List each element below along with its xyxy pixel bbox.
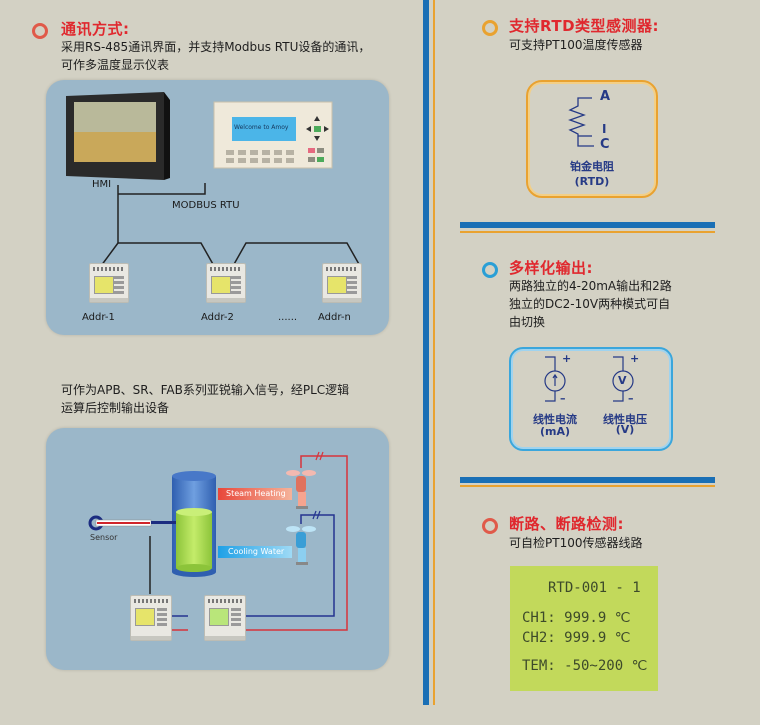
steam-valve-icon <box>286 470 316 509</box>
comm-desc-line1: 采用RS-485通讯界面，并支持Modbus RTU设备的通讯， <box>61 40 371 54</box>
horizontal-divider-2-blue <box>460 477 715 483</box>
lcd-line-range: TEM: -50~200 ℃ <box>522 658 648 674</box>
voltage-unit: (V) <box>615 423 635 436</box>
vertical-divider-orange <box>433 0 435 705</box>
voltage-plus: + <box>630 352 640 365</box>
comm-title: 通讯方式: <box>61 20 130 38</box>
lcd-display: RTD-001 - 1 CH1: 999.9 ℃ CH2: 999.9 ℃ TE… <box>510 566 658 691</box>
hmi-label: HMI <box>92 179 112 190</box>
terminal-a: A <box>600 89 611 104</box>
current-unit: (mA) <box>539 425 571 438</box>
modbus-wiring <box>66 92 361 267</box>
voltage-minus: – <box>628 392 634 405</box>
horizontal-divider-2-orange <box>460 485 715 487</box>
steam-heating-label: Steam Heating <box>226 489 286 498</box>
control-schematic <box>88 451 348 631</box>
horizontal-divider-1-orange <box>460 231 715 233</box>
rtd-desc: 可支持PT100温度传感器 <box>509 38 643 52</box>
control-diagram-panel: Sensor Steam Heating Cooling Water <box>46 428 389 670</box>
plc-input-device <box>130 595 172 641</box>
output-symbols <box>544 356 634 402</box>
cooling-water-banner <box>218 546 292 558</box>
ellipsis-label: ...... <box>278 312 298 323</box>
bullet-icon <box>482 262 498 278</box>
plc-device-addrn <box>322 263 362 303</box>
output-symbol-box: + – + – V 线性电流 (mA) 线性电压 (V) <box>509 347 673 451</box>
output-desc-line3: 由切换 <box>509 315 546 329</box>
rtd-title: 支持RTD类型感测器: <box>509 17 660 35</box>
output-title: 多样化输出: <box>509 259 593 277</box>
addr-1-label: Addr-1 <box>82 312 115 323</box>
panel-screen-text: Welcome to Amoy <box>234 124 289 131</box>
text-panel-device-icon <box>213 101 333 169</box>
rtd-abbr: (RTD) <box>574 175 610 188</box>
sensor-thermometer-icon <box>88 515 176 531</box>
plc-device-addr2 <box>206 263 246 303</box>
modbus-diagram-panel: HMI MODBUS RTU Welcome to Amoy Addr-1 Ad… <box>46 80 389 335</box>
voltage-symbol: V <box>618 374 627 387</box>
current-source-icon <box>544 356 566 402</box>
output-desc-line2: 独立的DC2-10V两种模式可自 <box>509 297 671 311</box>
current-name: 线性电流 <box>533 413 577 426</box>
lcd-line-device: RTD-001 - 1 <box>548 580 641 596</box>
addr-n-label: Addr-n <box>318 312 351 323</box>
addr-2-label: Addr-2 <box>201 312 234 323</box>
plc-output-device <box>204 595 246 641</box>
plc-device-addr1 <box>89 263 129 303</box>
cooling-valve-icon <box>286 526 316 565</box>
terminal-i: I <box>602 122 607 136</box>
hmi-device-icon <box>66 92 170 180</box>
resistor-icon <box>568 97 594 147</box>
steam-heating-banner <box>218 488 292 500</box>
rtd-symbol-box: A I C 铂金电阻 (RTD) <box>526 80 658 198</box>
bullet-icon <box>32 23 48 39</box>
horizontal-divider-1-blue <box>460 222 715 228</box>
plc-desc-line1: 可作为APB、SR、FAB系列亚锐输入信号，经PLC逻辑 <box>61 383 350 397</box>
current-minus: – <box>560 392 566 405</box>
output-desc-line1: 两路独立的4-20mA输出和2路 <box>509 279 672 293</box>
detect-desc: 可自检PT100传感器线路 <box>509 536 643 550</box>
voltage-name: 线性电压 <box>603 413 647 426</box>
sensor-label: Sensor <box>90 533 118 542</box>
voltage-source-icon <box>612 356 634 402</box>
bullet-icon <box>482 20 498 36</box>
comm-desc-line2: 可作多温度显示仪表 <box>61 58 170 72</box>
current-plus: + <box>562 352 572 365</box>
rtd-name: 铂金电阻 <box>570 160 614 173</box>
plc-desc-line2: 运算后控制输出设备 <box>61 401 170 415</box>
lcd-line-ch1: CH1: 999.9 ℃ <box>522 610 631 626</box>
vertical-divider-blue <box>423 0 429 705</box>
terminal-c: C <box>600 137 610 152</box>
cooling-water-label: Cooling Water <box>228 547 285 556</box>
tank-icon <box>172 471 216 577</box>
detect-title: 断路、断路检测: <box>509 515 624 533</box>
bullet-icon <box>482 518 498 534</box>
modbus-rtu-label: MODBUS RTU <box>172 200 240 211</box>
lcd-line-ch2: CH2: 999.9 ℃ <box>522 630 631 646</box>
